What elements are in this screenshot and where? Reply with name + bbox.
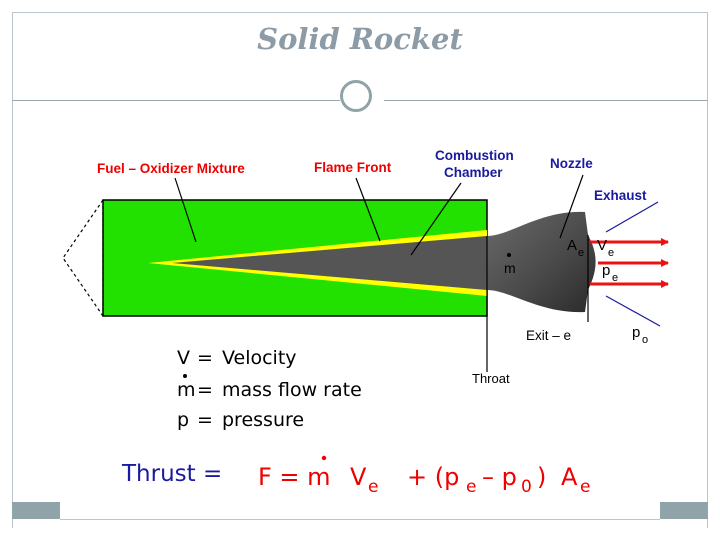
pointer-flame (355, 177, 381, 242)
legend-mdot-dot (183, 374, 187, 378)
label-exhaust: Exhaust (594, 188, 647, 203)
pointer-combustion (410, 182, 462, 256)
bottom-left-block (12, 502, 60, 519)
equation-lhs: F = m (258, 463, 331, 491)
equation-a-sub: e (580, 477, 590, 497)
equation-pe-sub: e (466, 477, 476, 497)
label-pressure: p (602, 262, 610, 279)
title-ring-ornament (340, 80, 372, 112)
label-flame-front: Flame Front (314, 160, 392, 175)
frame-bottom (60, 519, 660, 520)
label-area: A (567, 237, 577, 254)
label-pressure-sub: e (612, 272, 618, 284)
label-fuel-oxidizer: Fuel – Oxidizer Mixture (97, 161, 245, 176)
legend-eq: = (197, 379, 213, 401)
equation-v-sub: e (368, 477, 378, 497)
legend-symbol-p: p (177, 409, 189, 431)
frame-top (12, 12, 708, 13)
label-chamber: Chamber (444, 165, 503, 180)
nozzle (487, 211, 596, 313)
equation-p0-sub: 0 (521, 477, 532, 497)
legend-text-pressure: pressure (222, 409, 304, 431)
burning-core (172, 236, 487, 290)
legend-text-velocity: Velocity (222, 347, 297, 369)
legend-symbol-m: m (177, 379, 196, 401)
legend-eq: = (197, 409, 213, 431)
label-combustion: Combustion (435, 148, 514, 163)
legend-eq: = (197, 347, 213, 369)
label-area-sub: e (578, 247, 584, 259)
equation-close: ) (537, 463, 546, 491)
equation-a: A (561, 463, 578, 491)
label-throat: Throat (472, 371, 510, 386)
title-divider-left (12, 100, 340, 101)
pointer-nozzle (559, 174, 584, 239)
equation-minus-p0: – p (482, 463, 517, 491)
legend: V = Velocity m = mass flow rate p = pres… (177, 347, 362, 431)
thrust-equation: Thrust = F = m V e + (p e – p 0 ) A e (121, 455, 590, 497)
nose-outline (62, 199, 104, 317)
equation-v: V (350, 463, 367, 491)
title-divider-right (384, 100, 708, 101)
equation-plus-pe: + (p (407, 463, 459, 491)
frame-left (12, 12, 13, 528)
bottom-right-block (660, 502, 708, 519)
slide-title: Solid Rocket (257, 22, 463, 56)
legend-symbol-v: V (177, 347, 190, 369)
legend-text-mass-flow: mass flow rate (222, 379, 362, 401)
equation-mdot-dot (321, 455, 327, 461)
frame-right (707, 12, 708, 528)
label-ambient-pressure: p (632, 324, 640, 341)
mdot-dot (507, 253, 511, 257)
label-mdot: m (504, 260, 516, 276)
exhaust-flow-line (605, 295, 661, 327)
label-exit: Exit – e (526, 328, 571, 343)
label-nozzle: Nozzle (550, 156, 593, 171)
label-ambient-pressure-sub: o (642, 334, 648, 346)
label-velocity-sub: e (608, 247, 614, 259)
equation-label: Thrust = (121, 461, 222, 487)
label-velocity: V (597, 237, 607, 254)
exhaust-flow-line (605, 201, 659, 233)
pointer-fuel (174, 177, 197, 243)
